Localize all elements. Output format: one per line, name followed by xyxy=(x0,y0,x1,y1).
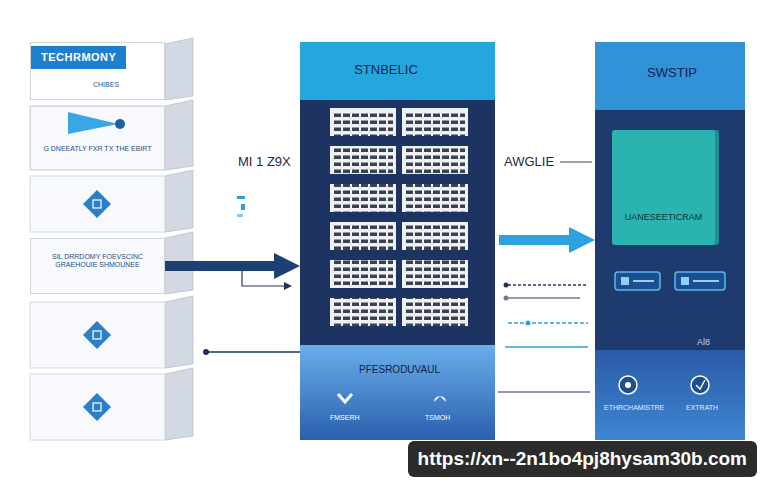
pin-icon xyxy=(434,396,446,402)
icon-caption: FMSERH xyxy=(330,414,360,422)
wire xyxy=(508,284,588,286)
mark xyxy=(241,204,245,210)
diamond-square xyxy=(93,331,101,339)
check-icon xyxy=(696,380,705,389)
edge-note: AWGLIE xyxy=(504,155,554,170)
flow-arrow xyxy=(499,235,575,245)
diamond-icon xyxy=(83,190,111,218)
stack-box xyxy=(30,374,165,440)
icon-caption: ETHRCHAMISTRE xyxy=(604,404,664,412)
wires xyxy=(203,162,592,392)
node-title: UANESEETICRAM xyxy=(616,212,711,222)
card: UANESEETICRAM xyxy=(612,130,715,245)
panel-header xyxy=(300,42,495,100)
stack-side xyxy=(165,38,193,440)
wire xyxy=(242,270,286,286)
diamond-shape xyxy=(83,190,111,218)
wire-dot xyxy=(504,296,509,301)
button-line xyxy=(693,280,719,282)
rack-gap xyxy=(396,108,402,326)
panel-footer xyxy=(300,345,495,440)
diamond-square xyxy=(93,403,101,411)
wire-dot xyxy=(526,321,531,326)
stack-box: G DNEEATLY FXR TX THE EBIRT xyxy=(30,106,165,170)
button xyxy=(615,272,660,290)
panel-body xyxy=(300,42,495,440)
diamond-shape xyxy=(83,321,111,349)
server-rack xyxy=(330,108,468,336)
wire xyxy=(508,322,588,324)
watermark: https://xn--2n1bo4pj8hysam30b.com xyxy=(408,441,757,477)
side-face xyxy=(165,100,193,170)
stack-box xyxy=(30,176,165,232)
node-title: TECHRMONY xyxy=(31,46,126,69)
wedge-icon xyxy=(68,112,118,134)
wire xyxy=(560,162,592,163)
diamond-icon xyxy=(83,393,111,421)
wire xyxy=(508,297,580,299)
circle-icon xyxy=(619,376,637,394)
button-icon xyxy=(681,277,689,285)
diamond-icon xyxy=(83,321,111,349)
node-title: G DNEEATLY FXR TX THE EBIRT xyxy=(39,145,156,153)
side-face xyxy=(165,38,193,100)
node-text: PFESRODUVAUL xyxy=(300,364,499,376)
panel-body xyxy=(595,42,745,440)
circle-icon xyxy=(691,376,709,394)
side-face xyxy=(165,296,193,368)
stack-box xyxy=(30,106,165,170)
header-box: TECHRMONY CHIBES xyxy=(30,42,165,100)
wire xyxy=(498,391,590,392)
wire-head xyxy=(284,282,292,290)
node-title: SWSTIP xyxy=(595,66,749,81)
small-label: Al8 xyxy=(697,337,710,347)
icon-caption: EXTRATH xyxy=(686,404,718,412)
circle-dot xyxy=(625,382,631,388)
system-panel: SWSTIP UANESEETICRAM xyxy=(595,42,749,440)
wire-dot xyxy=(504,283,509,288)
mark xyxy=(237,214,243,217)
wire-dot xyxy=(203,349,209,355)
icon-caption: TSMOH xyxy=(425,414,450,422)
node-title: STNBELIC xyxy=(300,63,472,78)
wire xyxy=(505,346,588,348)
wire xyxy=(498,374,590,377)
chevron-icon xyxy=(338,394,352,402)
mark xyxy=(237,196,245,199)
side-face xyxy=(165,170,193,232)
node-title: SIL DRRDOMY FOEVSCINC GRAEHOUIE SHMOUNEE xyxy=(37,253,158,269)
diamond-shape xyxy=(83,393,111,421)
button-icon xyxy=(621,277,629,285)
stack-box: SIL DRRDOMY FOEVSCINC GRAEHOUIE SHMOUNEE xyxy=(30,238,165,294)
node-text: CHIBES xyxy=(93,81,119,89)
rack-gap xyxy=(330,326,468,336)
wire xyxy=(206,351,300,353)
panel-footer xyxy=(595,350,745,440)
button xyxy=(675,272,725,290)
wedge-knob xyxy=(115,119,125,129)
flow-arrow xyxy=(165,261,280,271)
stack-box xyxy=(30,302,165,368)
diamond-square xyxy=(93,200,101,208)
side-face xyxy=(165,368,193,440)
server-panel: STNBELIC PFESRODUVAUL xyxy=(300,42,499,440)
edge-note: MI 1 Z9X xyxy=(238,155,291,170)
button-line xyxy=(633,280,654,282)
